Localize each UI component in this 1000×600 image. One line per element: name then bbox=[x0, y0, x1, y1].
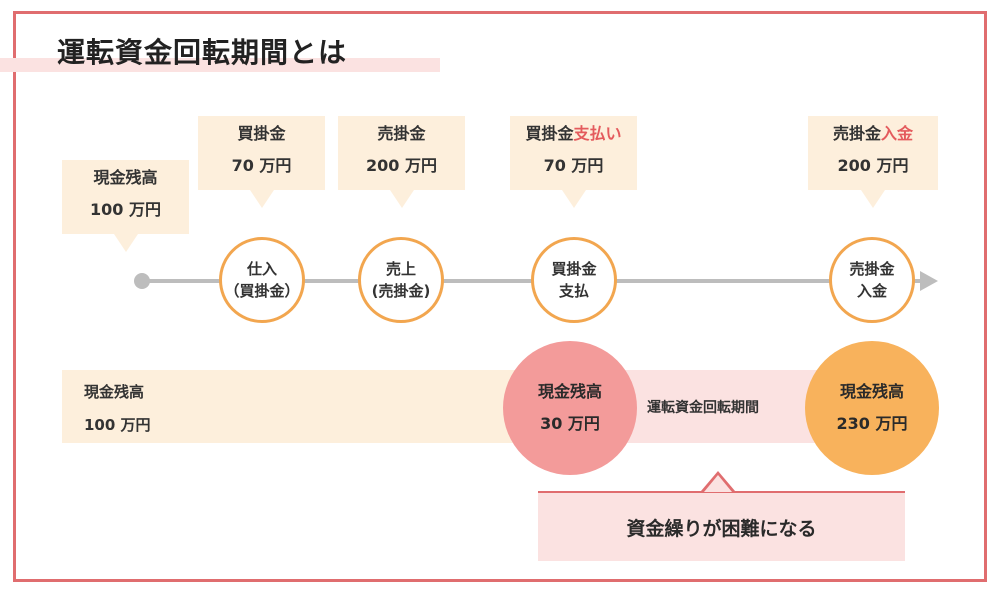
event-sale-line2: (売掛金) bbox=[371, 282, 431, 300]
event-payment: 買掛金 支払 bbox=[531, 237, 617, 323]
event-purchase-line1: 仕入 bbox=[246, 260, 277, 278]
event-sale-line1: 売上 bbox=[385, 260, 416, 278]
event-collection-line1: 売掛金 bbox=[849, 260, 895, 278]
callout-sale: 売掛金 200 万円 bbox=[338, 116, 465, 208]
callout-collection-amount: 200 万円 bbox=[837, 156, 909, 175]
callout-sale-amount: 200 万円 bbox=[366, 156, 437, 175]
callout-purchase: 買掛金 70 万円 bbox=[198, 116, 325, 208]
event-collection-line2: 入金 bbox=[856, 282, 887, 300]
callout-purchase-label: 買掛金 bbox=[237, 124, 286, 143]
conclusion-text: 資金繰りが困難になる bbox=[626, 517, 817, 540]
callout-tail bbox=[861, 190, 885, 208]
low-cash-label: 現金残高 bbox=[537, 382, 602, 401]
callout-sale-label: 売掛金 bbox=[377, 124, 426, 143]
initial-cash-band: 現金残高 100 万円 bbox=[62, 370, 572, 443]
callout-collection-label: 売掛金 bbox=[832, 124, 881, 143]
callout-tail bbox=[250, 190, 274, 208]
turnover-period-label: 運転資金回転期間 bbox=[647, 400, 759, 416]
callout-initial-cash-amount: 100 万円 bbox=[90, 200, 161, 219]
callout-initial-cash-label: 現金残高 bbox=[93, 168, 158, 187]
event-payment-line1: 買掛金 bbox=[551, 260, 597, 278]
callout-collection: 売掛金入金 200 万円 bbox=[808, 116, 938, 208]
low-cash-amount: 30 万円 bbox=[540, 414, 600, 433]
callout-payment-highlight: 支払い bbox=[573, 124, 622, 143]
initial-cash-band-amount: 100 万円 bbox=[84, 416, 151, 434]
low-cash-circle: 現金残高 30 万円 bbox=[503, 341, 637, 475]
callout-tail bbox=[114, 234, 138, 252]
page-title: 運転資金回転期間とは bbox=[57, 36, 348, 69]
callout-payment-label: 買掛金 bbox=[525, 124, 574, 143]
callout-payment: 買掛金支払い 70 万円 bbox=[510, 116, 637, 208]
callout-initial-cash: 現金残高 100 万円 bbox=[62, 160, 189, 252]
initial-cash-band-label: 現金残高 bbox=[84, 383, 145, 401]
conclusion-pointer bbox=[704, 475, 732, 492]
callout-payment-amount: 70 万円 bbox=[543, 156, 604, 175]
event-payment-line2: 支払 bbox=[558, 282, 589, 300]
event-purchase: 仕入 （買掛金） bbox=[219, 237, 305, 323]
timeline-arrow-head bbox=[920, 271, 938, 291]
timeline-start-dot bbox=[134, 273, 150, 289]
event-collection: 売掛金 入金 bbox=[829, 237, 915, 323]
callout-payment-title: 買掛金支払い bbox=[510, 116, 637, 152]
title-underline-band bbox=[0, 58, 440, 72]
high-cash-label: 現金残高 bbox=[839, 382, 904, 401]
conclusion-box: 資金繰りが困難になる bbox=[538, 491, 905, 561]
callout-tail bbox=[562, 190, 586, 208]
callout-collection-highlight: 入金 bbox=[881, 124, 914, 143]
event-purchase-line2: （買掛金） bbox=[224, 282, 300, 300]
callout-purchase-amount: 70 万円 bbox=[231, 156, 292, 175]
high-cash-amount: 230 万円 bbox=[836, 414, 908, 433]
callout-collection-title: 売掛金入金 bbox=[808, 116, 938, 152]
high-cash-circle: 現金残高 230 万円 bbox=[805, 341, 939, 475]
outer-frame bbox=[13, 11, 987, 582]
event-sale: 売上 (売掛金) bbox=[358, 237, 444, 323]
callout-tail bbox=[390, 190, 414, 208]
